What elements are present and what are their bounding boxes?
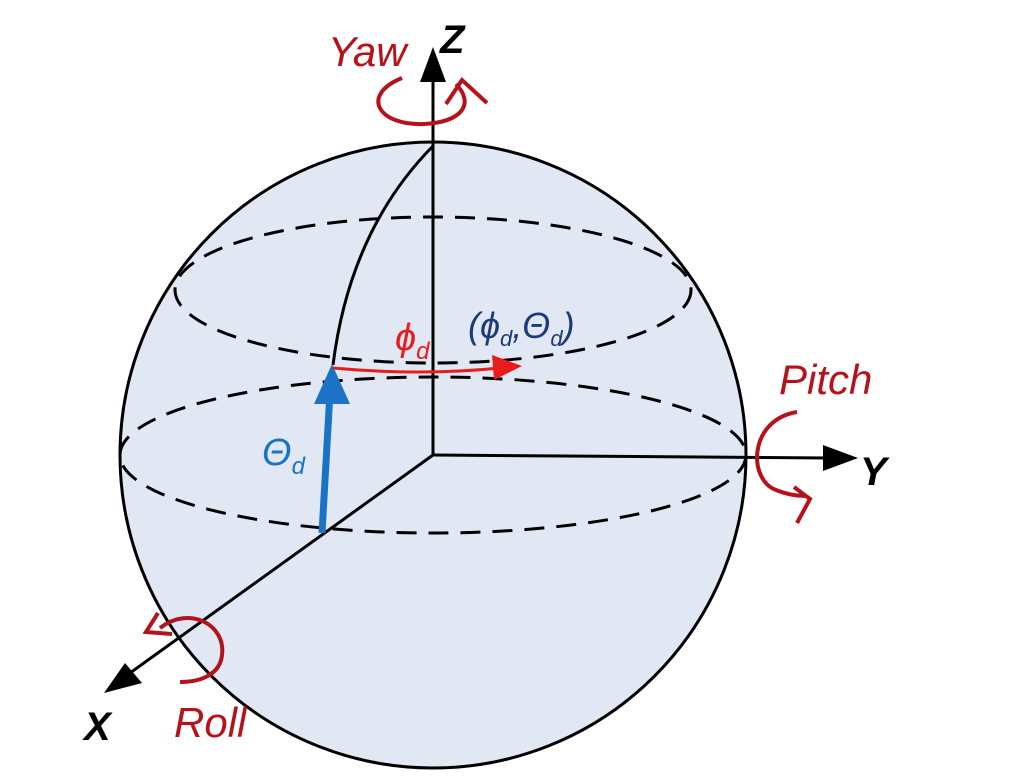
x-axis <box>129 453 434 675</box>
z-axis-label: Z <box>439 18 466 62</box>
coord-theta-symbol: Θ <box>522 305 550 346</box>
x-axis-arrowhead <box>104 663 142 693</box>
y-axis <box>432 453 829 460</box>
phi-arrow <box>332 366 501 374</box>
roll-arrowhead <box>142 611 173 636</box>
coord-phi-subscript: d <box>500 326 513 351</box>
yaw-rotation-arrow <box>376 76 467 127</box>
phi-symbol: ϕ <box>395 317 416 359</box>
theta-arrow <box>318 391 334 534</box>
phi-arrowhead <box>492 355 522 380</box>
meridian-arc <box>331 144 435 366</box>
coordinate-label: (ϕd,Θd) <box>468 305 575 351</box>
theta-label: Θd <box>262 432 306 480</box>
yaw-arrowhead <box>444 76 489 106</box>
theta-arrowhead <box>314 364 350 404</box>
roll-label: Roll <box>174 699 248 746</box>
pitch-rotation-arrow <box>755 410 807 498</box>
pitch-arrowhead <box>792 485 813 524</box>
coord-phi-symbol: ϕ <box>480 305 500 346</box>
x-axis-label: X <box>82 705 113 749</box>
yaw-label: Yaw <box>328 28 409 75</box>
phi-label: ϕd <box>395 317 430 365</box>
y-axis-arrowhead <box>823 445 858 471</box>
phi-subscript: d <box>416 338 430 365</box>
y-axis-label: Y <box>860 450 890 494</box>
coord-comma: , <box>512 305 522 346</box>
pitch-label: Pitch <box>779 356 872 403</box>
theta-symbol: Θ <box>262 432 292 474</box>
roll-rotation-arrow <box>158 616 225 684</box>
coord-theta-subscript: d <box>550 326 563 351</box>
coord-close-paren: ) <box>559 305 575 346</box>
theta-subscript: d <box>292 453 306 480</box>
z-axis-arrowhead <box>420 47 446 82</box>
